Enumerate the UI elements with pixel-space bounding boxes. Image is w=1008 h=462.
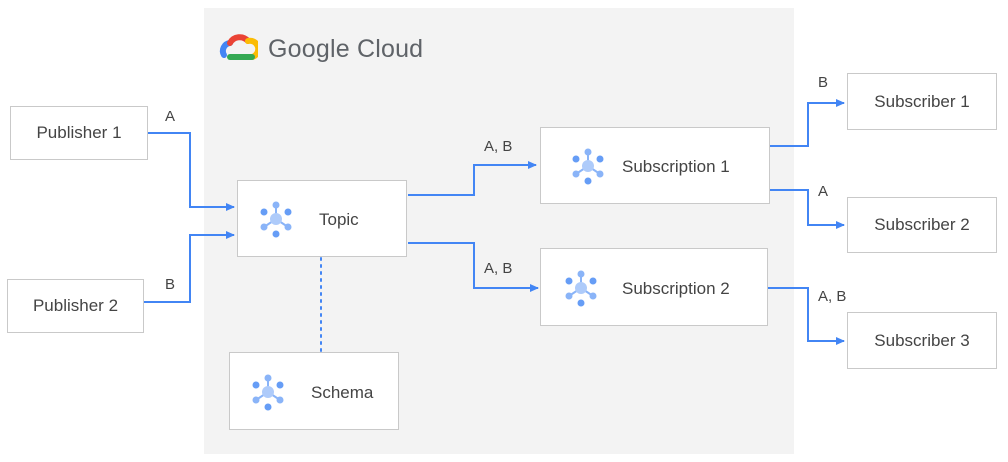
edge-label-subscriber-1: B — [818, 74, 829, 91]
publisher-1-label: Publisher 1 — [36, 123, 122, 142]
subscriber-1-node: Subscriber 1 — [847, 73, 997, 130]
edge-label-topic-subscription-1: A, B — [484, 138, 513, 155]
edge-topic-to-subscription-2 — [408, 242, 539, 292]
pubsub-subscription-1-icon — [572, 148, 604, 185]
subscription-1-node: Subscription 1 — [540, 127, 770, 204]
pubsub-topic-icon — [260, 201, 292, 238]
edge-publisher-1-to-topic — [148, 132, 235, 211]
edge-label-topic-subscription-2: A, B — [484, 260, 513, 277]
edge-subscription-2-to-subscriber-3 — [768, 287, 845, 345]
subscriber-3-label: Subscriber 3 — [874, 330, 970, 350]
subscription-1-label: Subscription 1 — [622, 157, 730, 176]
subscriber-3-node: Subscriber 3 — [847, 312, 997, 369]
topic-node: Topic — [237, 180, 407, 257]
schema-node: Schema — [229, 352, 399, 430]
pubsub-subscription-2-icon — [565, 270, 597, 307]
edge-label-publisher-2: B — [165, 276, 176, 293]
edge-label-publisher-1: A — [165, 108, 176, 125]
edge-label-subscriber-3: A, B — [818, 288, 847, 305]
brand-name: Google Cloud — [268, 34, 424, 63]
edge-label-subscriber-2: A — [818, 183, 829, 200]
edge-subscription-1-to-subscriber-2 — [770, 189, 845, 229]
edge-publisher-2-to-topic — [144, 231, 235, 303]
subscriber-2-node: Subscriber 2 — [847, 197, 997, 253]
publisher-1-node: Publisher 1 — [10, 106, 148, 160]
subscriber-2-label: Subscriber 2 — [874, 215, 970, 234]
pubsub-schema-icon — [252, 374, 284, 411]
subscriber-1-label: Subscriber 1 — [874, 91, 970, 111]
schema-label: Schema — [311, 383, 374, 402]
topic-label: Topic — [319, 210, 359, 229]
google-cloud-logo-icon — [219, 34, 258, 60]
subscription-2-node: Subscription 2 — [540, 248, 768, 326]
edge-subscription-1-to-subscriber-1 — [770, 99, 845, 147]
subscription-2-label: Subscription 2 — [622, 279, 730, 298]
edge-topic-to-subscription-1 — [408, 161, 537, 196]
google-cloud-brand: Google Cloud — [218, 33, 423, 65]
publisher-2-node: Publisher 2 — [7, 279, 144, 333]
publisher-2-label: Publisher 2 — [32, 296, 119, 315]
